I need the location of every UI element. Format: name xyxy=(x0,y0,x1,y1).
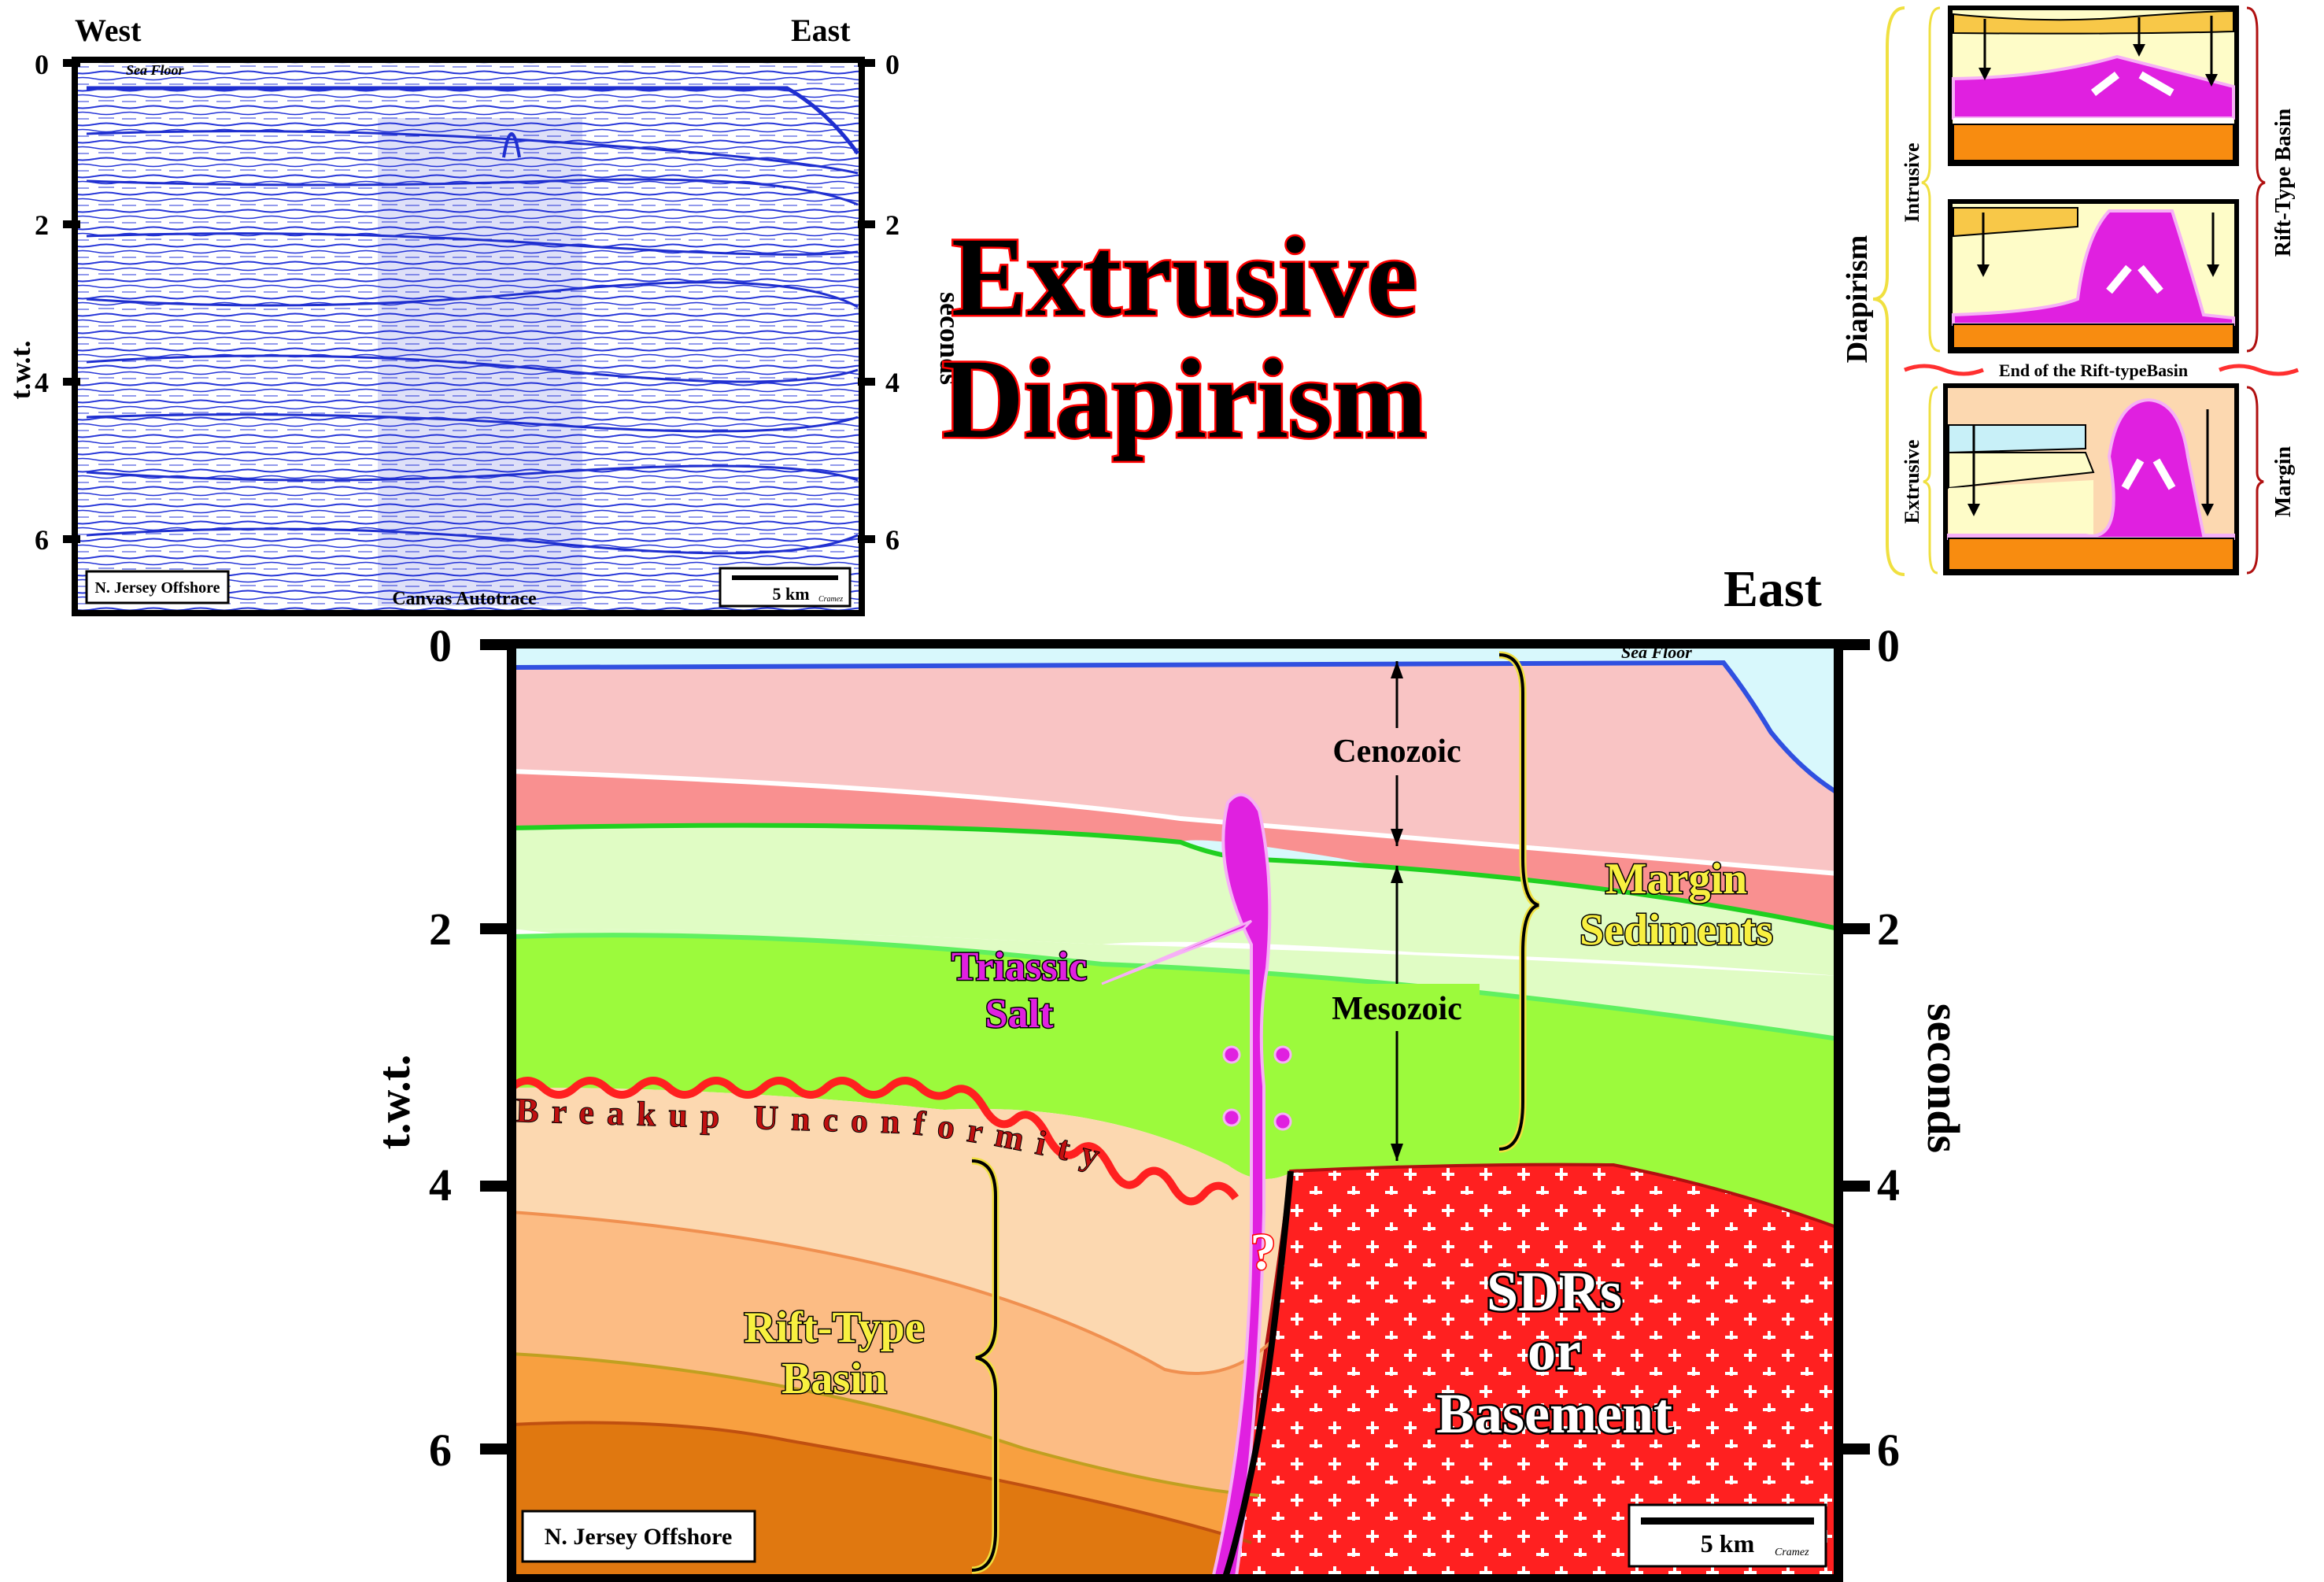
interp-sdrs-line-1: SDRs xyxy=(1487,1260,1622,1323)
interp-sdrs-line-2: or xyxy=(1528,1319,1581,1382)
interp-cenozoic-layer xyxy=(512,663,1838,874)
seismic-source-label: Canvas Autotrace xyxy=(392,589,537,609)
title-block: Extrusive Diapirism xyxy=(940,213,1428,464)
interp-sdrs-line-3: Basement xyxy=(1436,1382,1672,1445)
interp-salt-body xyxy=(1210,793,1272,1579)
seismic-tick-right-6: 6 xyxy=(885,524,900,556)
interp-fault xyxy=(1221,1170,1294,1579)
seismic-sea-floor-label: Sea Floor xyxy=(126,62,185,78)
inset-extrusive-label: Extrusive xyxy=(1901,440,1923,524)
inset-margin-brace xyxy=(2246,386,2264,575)
seismic-tick-right-2: 2 xyxy=(885,209,900,241)
interp-mesozoic-layer xyxy=(512,935,1838,1228)
inset-panel-intrusive-1 xyxy=(1948,6,2239,166)
interp-cenozoic-label: Cenozoic xyxy=(1332,734,1461,770)
interp-tick-left-6: 6 xyxy=(429,1425,452,1476)
inset-extrusive-brace xyxy=(1923,386,1938,575)
seismic-left-axis-label: t.w.t. xyxy=(5,341,36,400)
seismic-west-label: West xyxy=(75,13,142,48)
interp-mesozoic-label: Mesozoic xyxy=(1332,991,1462,1027)
seismic-panel: West East Sea Floor 0 2 4 6 xyxy=(5,13,966,616)
interp-breakup-unconformity xyxy=(512,1077,1240,1206)
interp-rift-basin-line-2: Basin xyxy=(781,1355,887,1403)
inset-intrusive-label: Intrusive xyxy=(1901,142,1923,222)
interp-tick-right-6: 6 xyxy=(1877,1425,1900,1476)
interp-sea-floor-line xyxy=(512,660,1838,796)
interp-sdr-basement xyxy=(1222,1162,1838,1579)
interp-right-axis-label: seconds xyxy=(1918,1004,1969,1153)
seismic-scale-bar xyxy=(732,575,838,580)
interp-question-mark: ? xyxy=(1251,1223,1277,1281)
inset-end-rift-label: End of the Rift-typeBasin xyxy=(1999,360,2188,380)
interp-ticks xyxy=(480,639,1870,1454)
interp-location-box xyxy=(521,1510,756,1563)
seismic-tick-left-4: 4 xyxy=(35,367,49,398)
seismic-tick-left-6: 6 xyxy=(35,524,49,556)
interp-tick-right-4: 4 xyxy=(1877,1159,1900,1211)
inset-panel-intrusive-2 xyxy=(1948,199,2239,353)
seismic-scale-box xyxy=(719,567,852,608)
interp-rift-layer-2 xyxy=(512,1212,1275,1495)
seismic-tick-right-4: 4 xyxy=(885,367,900,398)
seismic-east-label: East xyxy=(791,13,851,48)
interp-east-label: East xyxy=(1724,560,1822,618)
interp-margin-sediments-line-1: Margin xyxy=(1605,855,1747,904)
inset-rift-type-basin-label: Rift-Type Basin xyxy=(2271,108,2296,257)
interp-scale-box xyxy=(1628,1503,1827,1568)
interp-scale-label: 5 km xyxy=(1701,1529,1755,1558)
inset-panel: End of the Rift-typeBasin Diapirism Intr… xyxy=(1841,6,2299,576)
inset-margin-label: Margin xyxy=(2271,445,2296,517)
inset-diapirism-label: Diapirism xyxy=(1841,235,1874,364)
title-line-1: Extrusive xyxy=(951,215,1417,340)
interp-frame xyxy=(507,639,1843,1582)
interp-rift-layer-1 xyxy=(512,1087,1291,1373)
title-line-2: Diapirism xyxy=(942,337,1427,462)
interp-tick-right-0: 0 xyxy=(1877,620,1900,671)
interp-tick-left-4: 4 xyxy=(429,1159,452,1211)
inset-diapirism-brace xyxy=(1872,6,1905,576)
inset-end-rift-line xyxy=(1904,364,2299,376)
inset-panel-extrusive xyxy=(1943,383,2239,575)
seismic-frame xyxy=(72,57,865,616)
seismic-tick-left-2: 2 xyxy=(35,209,49,241)
seismic-location-label: N. Jersey Offshore xyxy=(94,579,220,597)
seismic-signature: Cramez xyxy=(818,595,843,604)
interp-salt-pointer xyxy=(1101,919,1253,985)
interp-sea-floor-label: Sea Floor xyxy=(1621,642,1692,662)
inset-rift-brace xyxy=(2246,6,2266,353)
interp-tick-left-0: 0 xyxy=(429,620,452,671)
interp-location-label: N. Jersey Offshore xyxy=(545,1524,733,1550)
interp-margin-sediments-line-2: Sediments xyxy=(1580,906,1773,955)
interp-mesozoic-light-layer xyxy=(512,825,1838,976)
seismic-location-box xyxy=(85,570,230,604)
seismic-scale-label: 5 km xyxy=(772,584,809,604)
seismic-ticks xyxy=(63,59,875,543)
interp-scale-bar xyxy=(1641,1517,1814,1525)
interp-triassic-salt-line-2: Salt xyxy=(985,992,1054,1037)
seismic-tick-right-0: 0 xyxy=(885,49,900,80)
interp-cenozoic-lower xyxy=(512,771,1838,929)
interp-signature: Cramez xyxy=(1775,1547,1809,1558)
interp-rift-basin-line-1: Rift-Type xyxy=(744,1303,924,1352)
interp-tick-right-2: 2 xyxy=(1877,904,1900,955)
interp-triassic-salt-line-1: Triassic xyxy=(951,944,1087,989)
seismic-tick-left-0: 0 xyxy=(35,49,49,80)
interp-tick-left-2: 2 xyxy=(429,904,452,955)
interp-left-axis-label: t.w.t. xyxy=(368,1055,419,1150)
inset-intrusive-brace xyxy=(1921,6,1941,353)
seismic-right-axis-label: seconds xyxy=(934,292,966,385)
seismic-sea-floor-line xyxy=(87,86,860,155)
interpretation-panel: East xyxy=(368,560,1969,1582)
